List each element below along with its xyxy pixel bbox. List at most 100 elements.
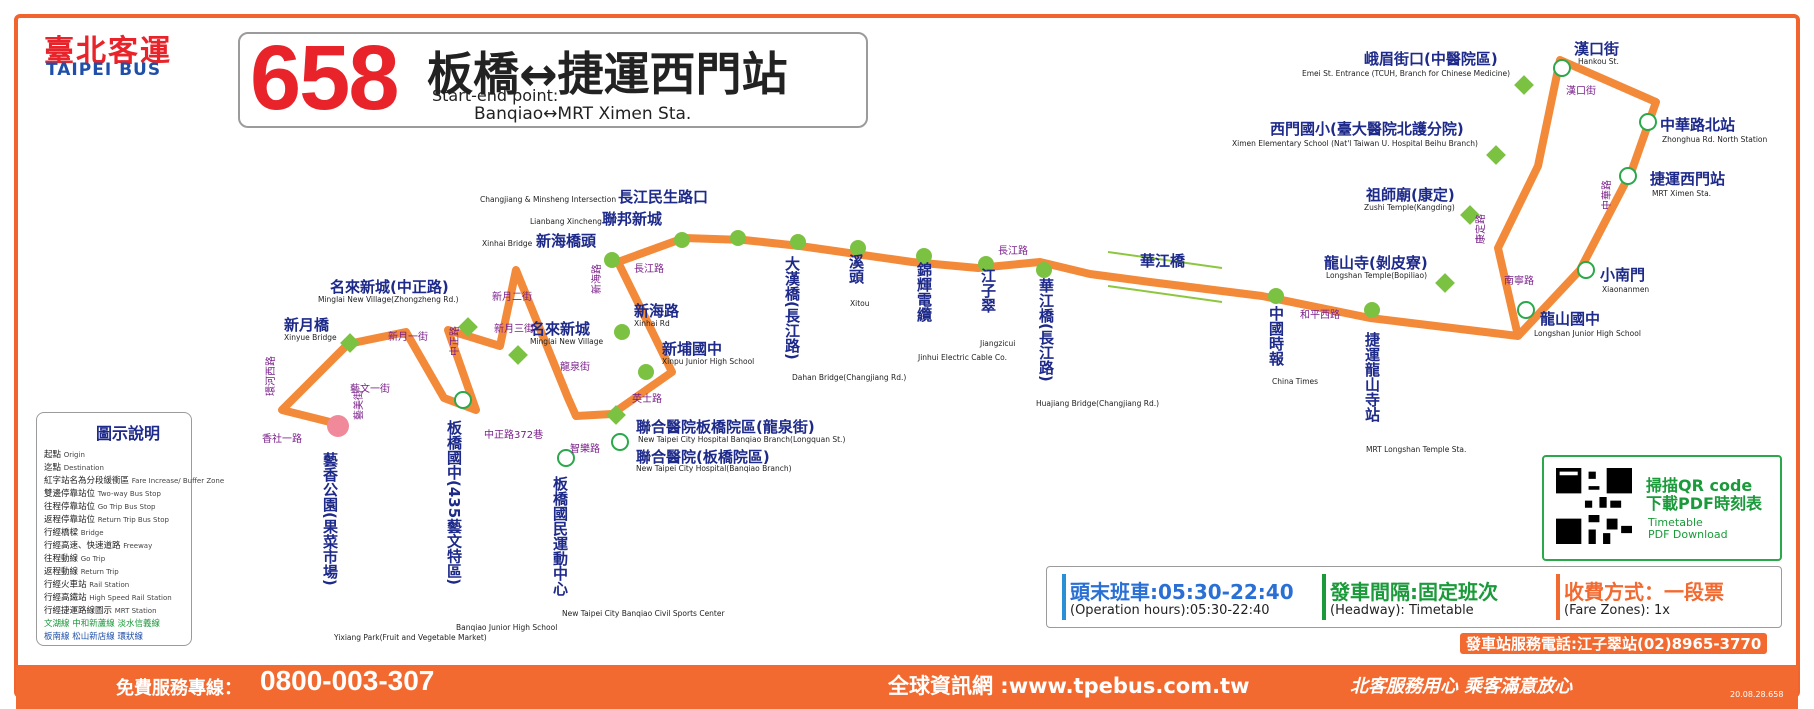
hotline-number[interactable]: 0800-003-307 (260, 665, 435, 696)
station-label-english: Zhonghua Rd. North Station (1662, 135, 1767, 144)
station-label: 華江橋(長江路) (1037, 277, 1055, 382)
station-label-english: Jinhui Electric Cable Co. (917, 353, 1007, 362)
return-stop-marker (557, 449, 575, 467)
station-label: 祖師廟(康定) (1365, 186, 1455, 204)
origin-marker (327, 415, 349, 437)
road-label: 新月三街 (494, 322, 534, 335)
station-label-english: Jiangzicui (979, 339, 1015, 348)
two-way-stop-marker (614, 324, 630, 340)
two-way-stop-marker (1268, 288, 1284, 304)
website-link[interactable]: 全球資訊網 :www.tpebus.com.tw (888, 674, 1250, 698)
road-label: 南寧路 (1504, 274, 1534, 287)
station-label: 名來新城(中正路) (330, 278, 449, 296)
station-label: 峨眉街口(中醫院區) (1364, 50, 1498, 68)
info-divider (1322, 574, 1326, 620)
legend-item: 起點 Origin (44, 450, 85, 460)
legend-item: 往程停靠站位 Go Trip Bus Stop (44, 502, 156, 512)
legend-item: 行經捷運路線圖示 MRT Station (44, 606, 157, 616)
station-label-english: Banqiao Junior High School (456, 623, 557, 632)
legend-mrt-lines: 文湖線 中和新蘆線 淡水信義線 (44, 619, 160, 629)
station-label: 中國時報 (1267, 305, 1285, 367)
legend-item: 迄點 Destination (44, 463, 104, 473)
road-label: 新月二街 (492, 290, 532, 303)
station-label-english: Xinpu Junior High School (662, 357, 754, 366)
station-label: 江子翠 (979, 267, 997, 314)
fare-method: 收費方式：一段票 (1564, 580, 1724, 604)
station-phone: 發車站服務電話:江子翠站(02)8965-3770 (1460, 633, 1768, 654)
station-label: 新月橋 (284, 316, 330, 334)
station-label: 捷運龍山寺站 (1363, 331, 1381, 423)
road-label: 中正路 (448, 326, 461, 356)
return-stop-marker (1553, 59, 1571, 77)
logo-text: 臺北客運 (44, 34, 172, 69)
station-label-english: Huajiang Bridge(Changjiang Rd.) (1036, 399, 1159, 408)
station-label-english: Xinyue Bridge (284, 333, 337, 342)
qr-code[interactable] (1556, 468, 1632, 544)
road-label: 長江路 (634, 262, 664, 275)
station-label: 聯合醫院板橋院區(龍泉街) (636, 418, 815, 436)
road-label: 新海路 (590, 264, 603, 294)
station-label-english: Dahan Bridge(Changjiang Rd.) (792, 373, 906, 382)
date-code: 20.08.28.658 (1730, 690, 1784, 699)
station-markers (327, 59, 1657, 467)
station-label: 名來新城 (530, 320, 590, 338)
go-stop-marker (340, 333, 360, 353)
station-label: 長江民生路口 (618, 188, 708, 206)
two-way-stop-marker (1364, 302, 1380, 318)
two-way-stop-marker (638, 364, 654, 380)
return-stop-marker (611, 433, 629, 451)
logo-english: TAIPEI BUS (46, 60, 162, 80)
return-stop-marker (1639, 113, 1657, 131)
road-label: 智樂路 (570, 442, 600, 455)
legend-title: 圖示說明 (96, 424, 161, 443)
station-label-english: New Taipei City Hospital Banqiao Branch(… (638, 435, 845, 444)
station-label: 聯邦新城 (602, 210, 662, 228)
two-way-stop-marker (1036, 262, 1052, 278)
road-label: 長江路 (998, 244, 1028, 257)
legend-mrt-lines: 板南線 松山新店線 環狀線 (44, 632, 143, 642)
station-label: 龍山國中 (1540, 310, 1600, 328)
route-number: 658 (250, 27, 399, 129)
station-label-english: MRT Longshan Temple Sta. (1366, 445, 1466, 454)
info-divider (1062, 574, 1066, 620)
go-stop-marker (1460, 205, 1480, 225)
two-way-stop-marker (850, 240, 866, 256)
road-label: 華江橋 (1140, 252, 1186, 270)
station-label-english: Hankou St. (1578, 57, 1619, 66)
legend-box (36, 412, 192, 646)
legend-item: 行經高鐵站 High Speed Rail Station (44, 593, 172, 603)
two-way-stop-marker (916, 248, 932, 264)
station-label: 捷運西門站 (1650, 170, 1725, 188)
station-label: 漢口街 (1574, 40, 1619, 58)
two-way-stop-marker (674, 232, 690, 248)
return-stop-marker (1517, 301, 1535, 319)
operation-hours-english: (Operation hours):05:30-22:40 (1070, 603, 1270, 618)
road-label: 英士路 (632, 392, 662, 405)
road-label: 中正路372巷 (484, 428, 543, 441)
qr-title: 下載PDF時刻表 (1646, 494, 1762, 513)
two-way-stop-marker (730, 230, 746, 246)
station-label-english: New Taipei City Hospital(Banqiao Branch) (636, 464, 792, 473)
road-label: 藝美街 (352, 390, 365, 420)
slogan: 北客服務用心 乘客滿意放心 (1350, 676, 1573, 697)
headway: 發車間隔:固定班次 (1330, 580, 1498, 604)
station-label-english: Lianbang Xincheng (530, 217, 602, 226)
station-label: 小南門 (1600, 266, 1645, 284)
legend-item: 行經火車站 Rail Station (44, 580, 130, 590)
station-label-english: Zushi Temple(Kangding) (1364, 203, 1455, 212)
road-label: 藝文一街 (350, 382, 390, 395)
road-label: 環河西路 (264, 356, 277, 396)
station-label: 西門國小(臺大醫院北護分院) (1270, 120, 1464, 138)
station-label-english: Xiaonanmen (1602, 285, 1649, 294)
station-label-english: Minglai New Village(Zhongzheng Rd.) (318, 295, 459, 304)
go-stop-marker (508, 345, 528, 365)
legend-item: 紅字站名為分段緩衝區 Fare Increase/ Buffer Zone (44, 476, 225, 486)
station-label-english: Longshan Temple(Bopiliao) (1326, 271, 1427, 280)
go-stop-marker (1486, 145, 1506, 165)
fare-method-english: (Fare Zones): 1x (1564, 603, 1670, 618)
two-way-stop-marker (790, 234, 806, 250)
qr-subtitle: PDF Download (1648, 528, 1728, 541)
go-stop-marker (458, 317, 478, 337)
go-stop-marker (1435, 273, 1455, 293)
